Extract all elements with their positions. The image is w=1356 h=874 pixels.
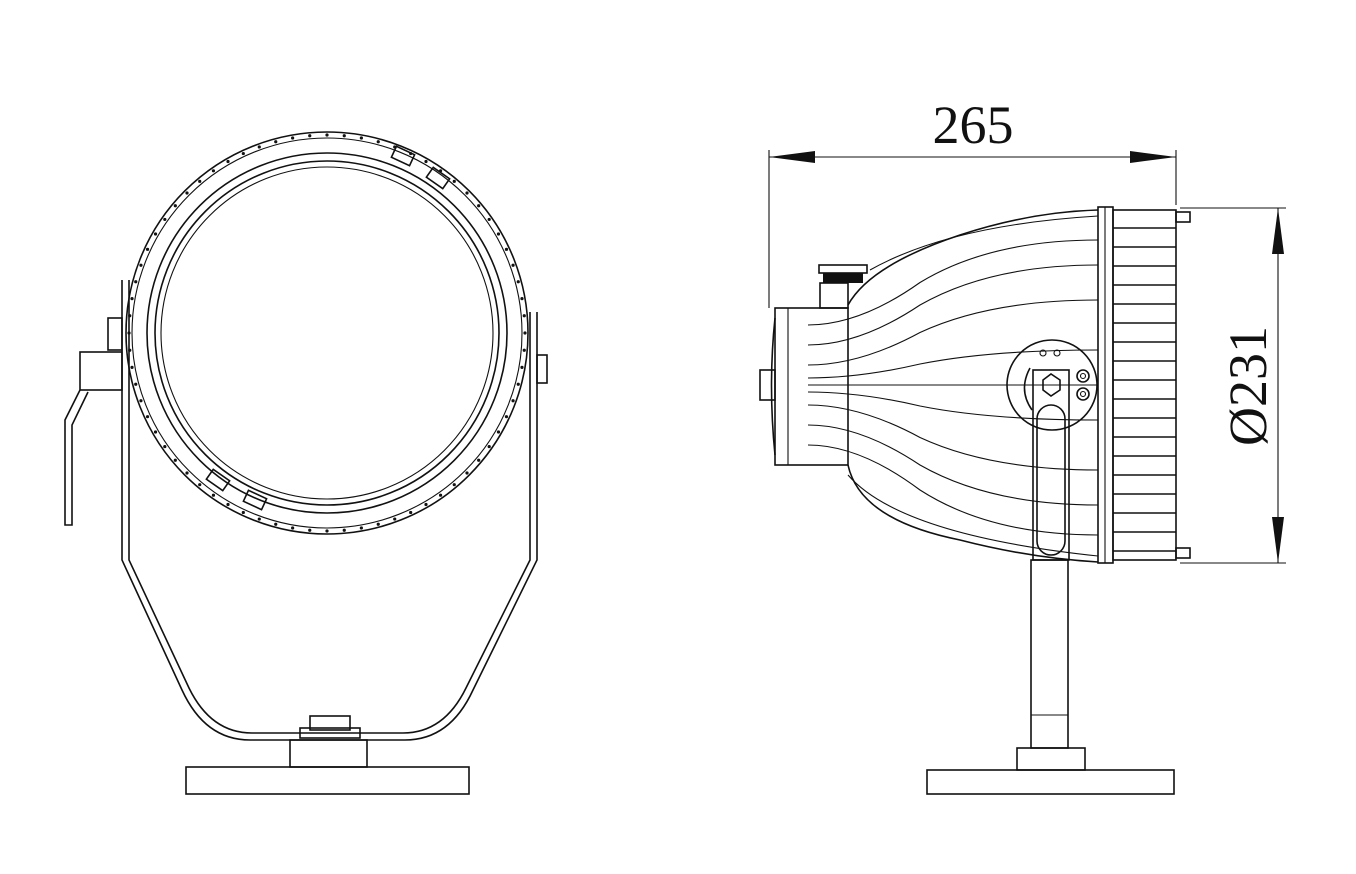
rim-dot (523, 331, 527, 335)
rim-dot (211, 493, 216, 497)
rim-dot (308, 134, 312, 138)
body-rib (807, 424, 1099, 506)
rim-dot (465, 471, 469, 475)
rim-dot (393, 517, 397, 521)
rim-dot (376, 522, 380, 526)
rim-dot (424, 502, 428, 507)
rim-dot (291, 136, 295, 140)
rim-dot (241, 510, 245, 515)
rim-dot (134, 280, 138, 284)
rim-dot (226, 502, 230, 507)
rim-dot (520, 297, 524, 301)
rim-dot (487, 444, 491, 449)
rim-dot (173, 204, 177, 208)
dimension-length-label: 265 (933, 95, 1014, 155)
rim-dot (325, 529, 329, 533)
dimension-diameter: Ø231 (1180, 207, 1286, 564)
rim-dot (308, 528, 312, 532)
rim-dot (163, 444, 167, 449)
rim-dot (522, 348, 526, 352)
rim-dot (153, 430, 158, 434)
front-view (64, 131, 548, 795)
body-rib (807, 404, 1099, 471)
rim-dot (163, 217, 167, 222)
rim-dot (185, 471, 189, 475)
side-view: 265 Ø231 (759, 95, 1286, 795)
latch-clips (205, 145, 451, 511)
rim-dot (376, 140, 380, 144)
rim-dot (452, 179, 456, 183)
rim-dot (516, 382, 520, 386)
rim-dot (198, 483, 202, 487)
rim-dot (274, 522, 278, 526)
body-rib (807, 349, 1099, 379)
rim-dot (359, 526, 363, 530)
rim-dot (342, 134, 346, 138)
lamp-body-side (759, 206, 1191, 564)
rim-dot (153, 232, 158, 236)
rim-dot (211, 169, 216, 173)
rim-dot (520, 365, 524, 369)
rim-dot (342, 528, 346, 532)
rim-dot (504, 415, 509, 419)
rim-dot (130, 297, 134, 301)
rim-dot (511, 399, 515, 403)
rim-dot (504, 247, 509, 251)
rim-dot (477, 204, 481, 208)
body-rib (807, 264, 1099, 346)
body-rib (807, 239, 1099, 326)
rim-dot (145, 247, 150, 251)
rim-dot (487, 217, 491, 222)
dimension-length: 265 (768, 95, 1177, 308)
rim-dot (438, 493, 443, 497)
rim-dot (409, 510, 413, 515)
rim-dot (134, 382, 138, 386)
rim-dot (145, 415, 150, 419)
rim-dot (511, 263, 515, 267)
yoke-bracket (64, 280, 548, 741)
rim-dot (291, 526, 295, 530)
dimension-diameter-label: Ø231 (1218, 326, 1278, 446)
rim-dot (139, 399, 143, 403)
stand-side (926, 559, 1175, 795)
rim-dot (257, 517, 261, 521)
rim-dot (465, 191, 469, 195)
rim-dot (226, 159, 230, 164)
rim-dot (516, 280, 520, 284)
rim-dot (522, 314, 526, 318)
rim-dot (424, 159, 428, 164)
body-rib (807, 444, 1099, 536)
rim-dot (359, 136, 363, 140)
rim-dot (452, 483, 456, 487)
lamp-head-front (125, 131, 529, 535)
rim-dot (241, 151, 245, 156)
rim-dot (198, 179, 202, 183)
rim-dot (173, 458, 177, 462)
body-rib (807, 391, 1099, 421)
rim-dot (185, 191, 189, 195)
rim-dot (496, 232, 501, 236)
rim-dot (139, 263, 143, 267)
rim-dot (325, 133, 329, 137)
rim-dot (257, 145, 261, 149)
rim-dot (496, 430, 501, 434)
pivot-knuckle (1006, 339, 1098, 561)
rim-dot (130, 365, 134, 369)
rim-dot (274, 140, 278, 144)
base-front (185, 715, 470, 795)
rim-dot (477, 458, 481, 462)
body-rib (807, 299, 1099, 366)
